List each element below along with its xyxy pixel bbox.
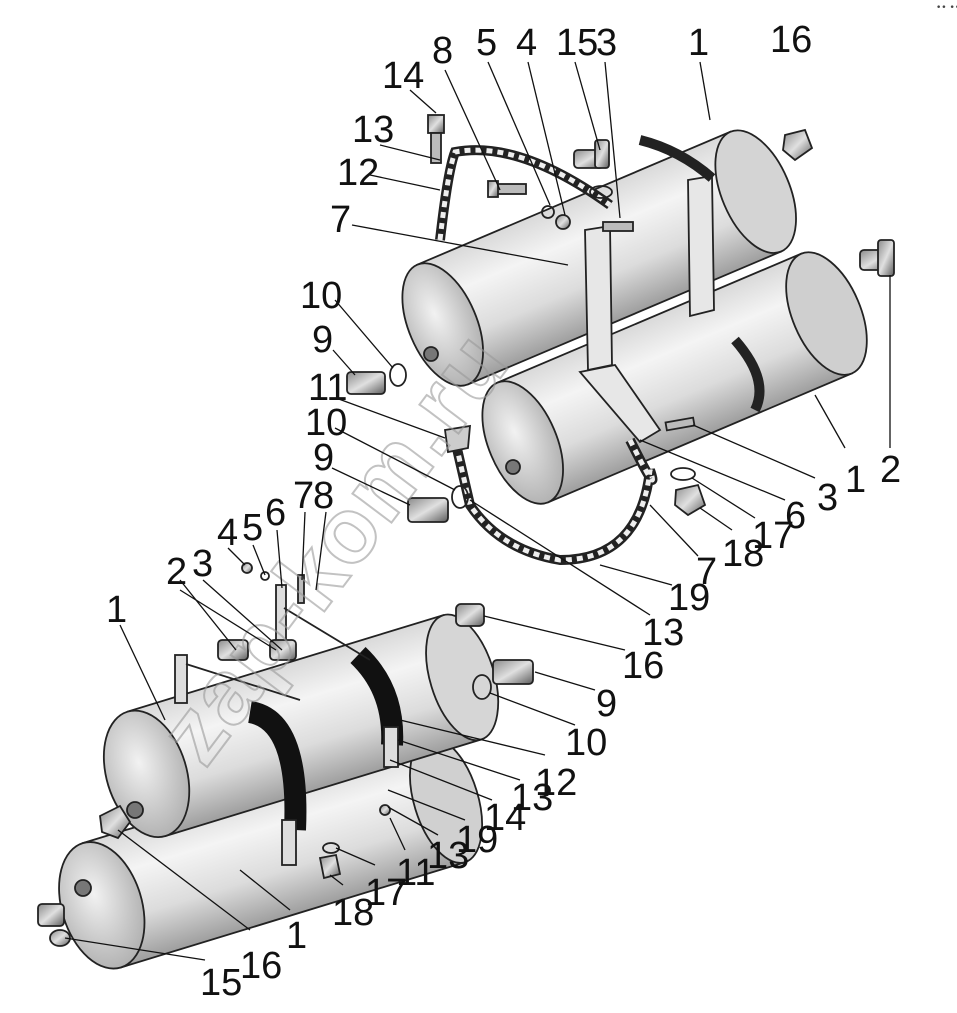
callout-label: 13 xyxy=(352,109,394,151)
receiver-bottom-lower xyxy=(58,736,483,970)
callout-label: 16 xyxy=(770,19,812,61)
receiver-top-lower xyxy=(481,251,868,505)
callout-label: 3 xyxy=(817,477,838,519)
callout-label: 7 xyxy=(696,551,717,593)
callout-numbers: 1 16 3 15 4 5 8 14 13 12 7 10 9 11 10 9 … xyxy=(106,19,901,1004)
bottom-assembly xyxy=(37,562,534,970)
callout-label: 12 xyxy=(337,152,379,194)
callout-label: 10 xyxy=(565,722,607,764)
callout-label: 4 xyxy=(217,512,238,554)
callout-label: 3 xyxy=(596,22,617,64)
callout-label: 7 xyxy=(330,199,351,241)
small-parts-bottom xyxy=(37,562,534,947)
callout-label: 10 xyxy=(300,275,342,317)
callout-label: 1 xyxy=(688,22,709,64)
callout-label: 14 xyxy=(382,55,424,97)
leader-lines xyxy=(64,61,891,961)
callout-label: 10 xyxy=(305,402,347,444)
callout-label: 1 xyxy=(845,459,866,501)
callout-label: 1 xyxy=(286,915,307,957)
callout-label: 6 xyxy=(265,492,286,534)
callout-label: 7 xyxy=(293,475,314,517)
top-assembly xyxy=(346,114,895,566)
callout-label: 19 xyxy=(668,577,710,619)
callout-label: 2 xyxy=(880,449,901,491)
callout-label: 12 xyxy=(535,762,577,804)
callout-label: 15 xyxy=(556,22,598,64)
callout-label: 3 xyxy=(192,543,213,585)
callout-label: 2 xyxy=(166,551,187,593)
callout-label: 11 xyxy=(396,852,435,894)
callout-label: 9 xyxy=(312,319,333,361)
callout-label: 17 xyxy=(365,872,407,914)
callout-label: 8 xyxy=(313,475,334,517)
callout-label: 13 xyxy=(427,835,469,877)
callout-label: 9 xyxy=(596,683,617,725)
callout-label: 16 xyxy=(240,945,282,987)
callout-label: 1 xyxy=(106,589,127,631)
callout-label: 18 xyxy=(722,533,764,575)
small-parts-top xyxy=(346,114,895,523)
callout-label: 5 xyxy=(242,507,263,549)
callout-label: 4 xyxy=(516,22,537,64)
callout-label: 13 xyxy=(511,777,553,819)
callout-label: 17 xyxy=(752,515,794,557)
callout-label: 9 xyxy=(313,437,334,479)
receiver-bottom-upper xyxy=(102,613,500,839)
callout-label: 13 xyxy=(642,612,684,654)
callout-label: 19 xyxy=(456,819,498,861)
callout-label: 5 xyxy=(476,22,497,64)
callout-label: 18 xyxy=(332,892,374,934)
corner-mark: •• ••• xyxy=(936,3,957,13)
callout-label: 6 xyxy=(785,495,806,537)
callout-label: 15 xyxy=(200,962,242,1004)
callout-label: 11 xyxy=(308,367,347,409)
brackets-bottom xyxy=(174,584,399,866)
brackets-top xyxy=(578,174,715,444)
callout-label: 16 xyxy=(622,645,664,687)
callout-label: 14 xyxy=(484,797,526,839)
callout-label: 8 xyxy=(432,30,453,72)
straps-top xyxy=(435,135,765,566)
